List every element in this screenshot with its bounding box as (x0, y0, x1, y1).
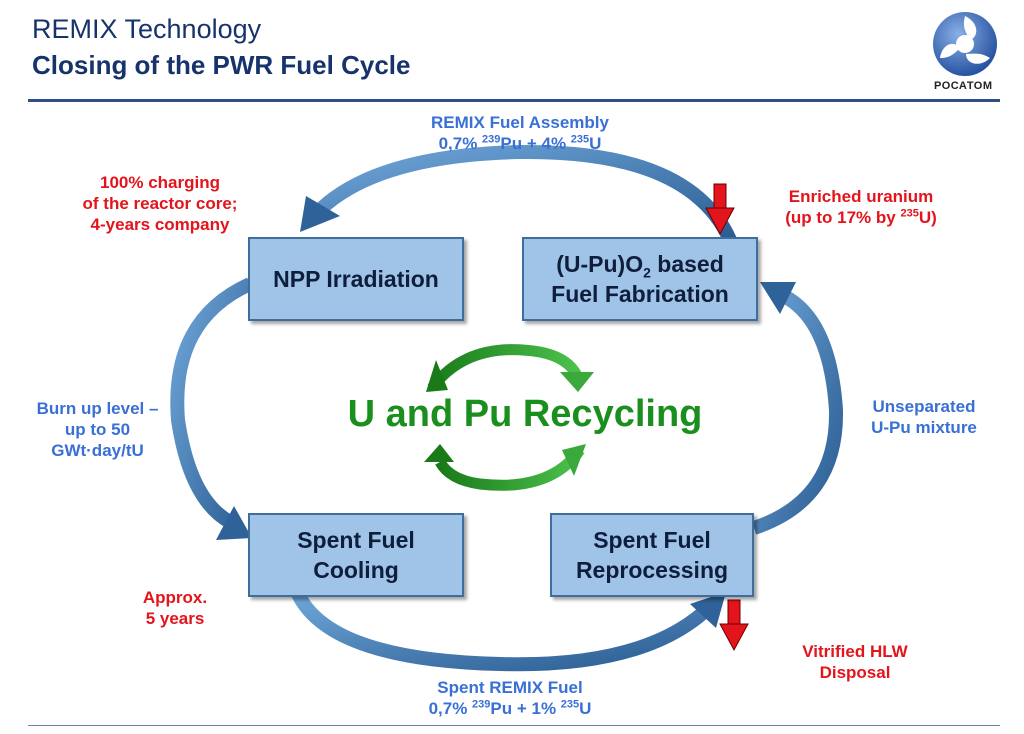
fuel-fabrication-line1: (U-Pu)O2 based (556, 251, 724, 281)
arrow-cooling-to-reprocessing (291, 590, 726, 672)
spent-remix-fuel-label: Spent REMIX Fuel 0,7% 239Pu + 1% 235U (428, 678, 592, 718)
burn-up-level-label: Burn up level – up to 50 GWt·day/tU (36, 399, 159, 460)
cooling-line2: Cooling (313, 557, 399, 583)
spent-fuel-cooling-box: Spent Fuel Cooling (248, 513, 464, 597)
npp-irradiation-box: NPP Irradiation (248, 237, 464, 321)
arrow-npp-to-cooling (170, 277, 253, 540)
arrow-fabrication-to-npp (300, 144, 737, 243)
unseparated-mixture-label: Unseparated U-Pu mixture (871, 397, 977, 437)
red-down-arrow-icon (705, 183, 735, 236)
reprocessing-line2: Reprocessing (575, 557, 729, 583)
core-charging-label: 100% charging of the reactor core; 4-yea… (82, 173, 238, 234)
npp-irradiation-label: NPP Irradiation (273, 266, 439, 292)
arrow-reprocessing-to-fabrication (751, 282, 844, 535)
spent-fuel-reprocessing-box: Spent Fuel Reprocessing (550, 513, 754, 597)
green-recycle-arrows-icon (424, 344, 594, 491)
fuel-fabrication-line2: Fuel Fabrication (551, 281, 729, 307)
logo-wordmark: РОСАТОМ (934, 80, 993, 92)
cooling-duration-label: Approx. 5 years (142, 588, 208, 628)
header-divider (28, 99, 1000, 102)
header-title: REMIX Technology (32, 14, 262, 44)
vitrified-hlw-label: Vitrified HLW Disposal (802, 642, 908, 682)
enriched-uranium-label: Enriched uranium (up to 17% by 235U) (785, 187, 937, 227)
red-down-arrow-icon (719, 599, 749, 652)
cooling-line1: Spent Fuel (297, 527, 415, 553)
fuel-fabrication-box: (U-Pu)O2 based Fuel Fabrication (522, 237, 758, 321)
footer-divider (28, 725, 1000, 726)
center-title: U and Pu Recycling (347, 393, 703, 435)
header-subtitle: Closing of the PWR Fuel Cycle (32, 50, 411, 80)
remix-fuel-assembly-label: REMIX Fuel Assembly 0,7% 239Pu + 4% 235U (431, 113, 609, 153)
reprocessing-line1: Spent Fuel (593, 527, 711, 553)
rosatom-logo-icon (933, 12, 997, 76)
